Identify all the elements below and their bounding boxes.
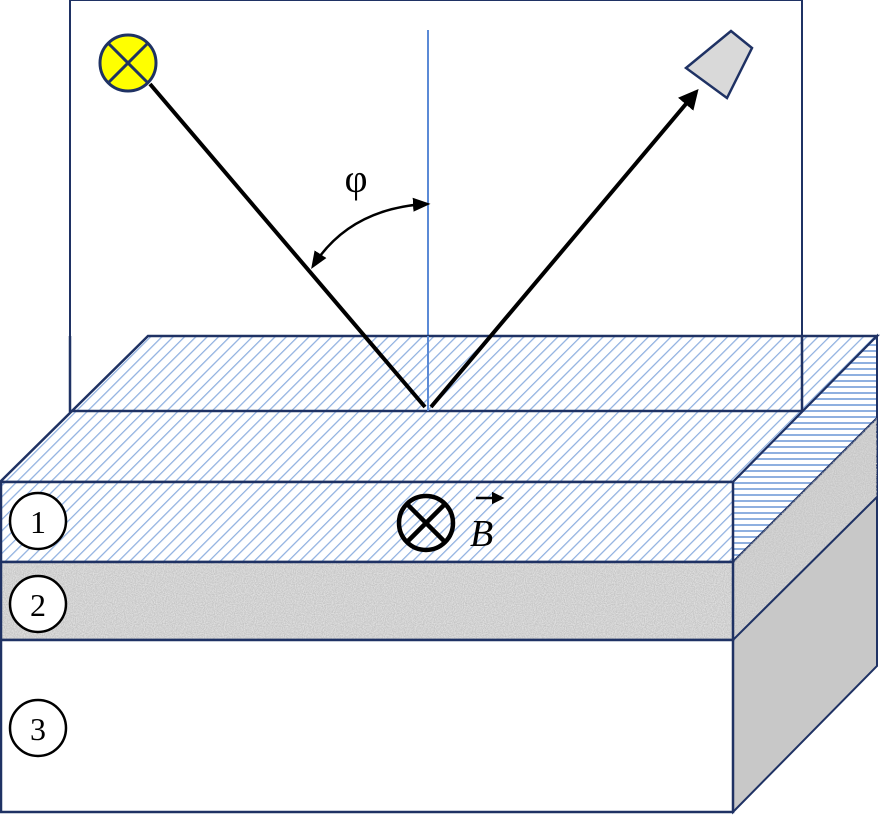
field-label: B [470, 513, 493, 555]
layer-3-label: 3 [8, 698, 68, 758]
layer-2-label: 2 [8, 574, 68, 634]
slab-top-face [0, 334, 880, 484]
reflected-beam [429, 88, 699, 409]
angle-arc [311, 197, 431, 269]
plane-bottom-edge [68, 336, 804, 413]
layer-3-front [0, 638, 735, 814]
incident-beam [148, 82, 427, 409]
layer-2-number: 2 [30, 587, 46, 623]
detector-icon [683, 29, 754, 100]
lamp-icon [98, 33, 158, 93]
into-page-icon [396, 493, 456, 553]
layer-1-number: 1 [30, 504, 46, 540]
angle-label: φ [344, 156, 367, 201]
layer-2-front-texture [1, 562, 733, 640]
layer-1-label: 1 [8, 491, 68, 551]
layer-1-front [0, 480, 735, 564]
layer-3-number: 3 [30, 711, 46, 747]
layer-2-side-texture [733, 418, 877, 640]
